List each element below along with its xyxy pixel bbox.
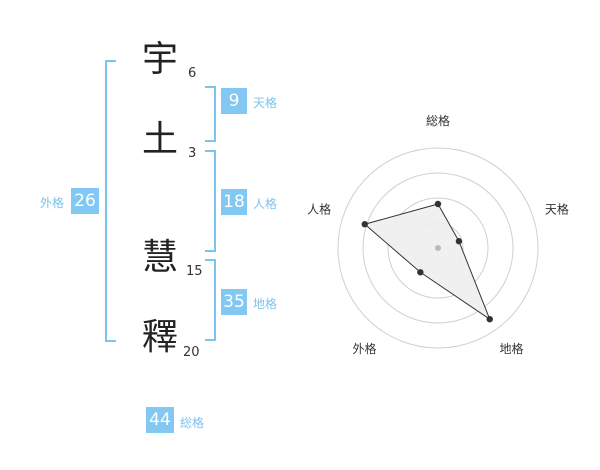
- radar-point-5: [361, 221, 368, 228]
- stroke-count-1: 6: [188, 66, 197, 81]
- jinkaku-bracket: [205, 150, 216, 252]
- chikaku-value: 35: [221, 289, 247, 315]
- radar-ring-3: [362, 172, 514, 324]
- tenkaku-label: 天格: [253, 96, 278, 110]
- gaikaku-label: 外格: [40, 196, 65, 210]
- radar-axis-label-1: 総格: [426, 113, 450, 128]
- chikaku-bracket: [205, 259, 216, 341]
- radar-axis-label-2: 天格: [545, 201, 569, 216]
- stroke-count-3: 15: [186, 264, 203, 279]
- radar-axis-label-4: 外格: [353, 341, 377, 356]
- radar-ring-1: [412, 222, 464, 274]
- chikaku-label: 地格: [253, 297, 278, 311]
- radar-point-4: [417, 269, 424, 276]
- jinkaku-value: 18: [221, 189, 247, 215]
- radar-ring-2: [387, 197, 489, 299]
- radar-ring-4: [337, 147, 539, 349]
- tenkaku-bracket: [205, 86, 216, 142]
- tenkaku-value: 9: [221, 88, 247, 114]
- radar-center: [435, 245, 441, 251]
- stroke-count-2: 3: [188, 146, 197, 161]
- radar-point-2: [455, 238, 463, 245]
- soukaku-label: 総格: [180, 416, 205, 430]
- radar-point-3: [486, 315, 493, 323]
- name-char-4: 釋: [142, 317, 179, 358]
- radar-axis-label-3: 地格: [499, 341, 523, 356]
- outer-bracket: [105, 60, 116, 342]
- radar-point-1: [434, 200, 442, 208]
- name-char-1: 宇: [142, 39, 179, 80]
- name-char-2: 土: [142, 119, 179, 160]
- name-char-3: 慧: [142, 237, 179, 278]
- jinkaku-label: 人格: [253, 197, 278, 211]
- radar-area: [363, 203, 491, 321]
- stroke-count-4: 20: [183, 345, 200, 360]
- radar-axis-label-5: 人格: [307, 201, 331, 216]
- gaikaku-value: 26: [71, 188, 99, 214]
- soukaku-value: 44: [146, 407, 174, 433]
